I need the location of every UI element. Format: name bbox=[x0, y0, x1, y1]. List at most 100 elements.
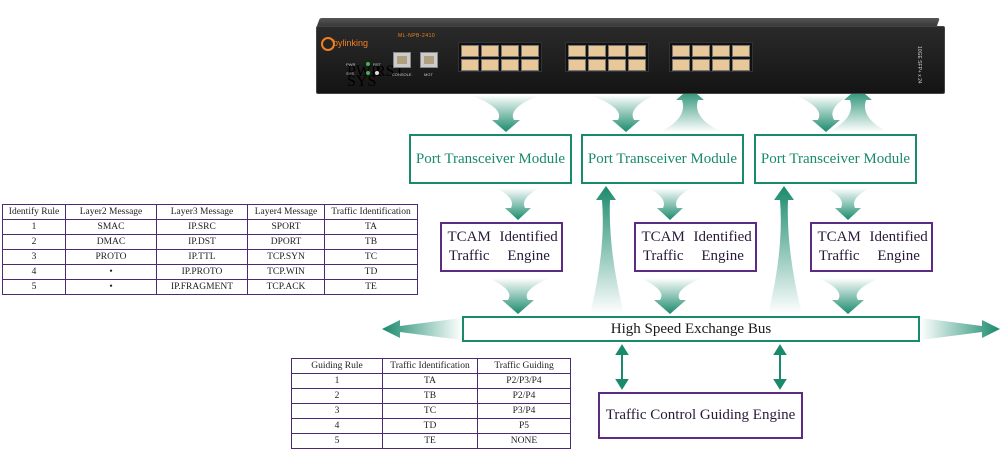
arrow-bus-right bbox=[920, 318, 1000, 340]
table-cell: TC bbox=[382, 403, 478, 419]
arrow-tcam3-to-bus bbox=[818, 278, 880, 314]
table-cell: 5 bbox=[291, 433, 383, 449]
sfp-port[interactable] bbox=[732, 59, 750, 71]
sfp-port[interactable] bbox=[588, 59, 606, 71]
tcam-engine-3-line1: TCAM Traffic bbox=[817, 229, 861, 264]
arrow-pm2-to-device bbox=[660, 88, 722, 132]
table-cell: IP.DST bbox=[156, 234, 248, 250]
sfp-port[interactable] bbox=[568, 45, 586, 57]
sfp-port[interactable] bbox=[712, 59, 730, 71]
arrow-device-to-pm3 bbox=[795, 95, 850, 132]
column-header: Traffic Guiding bbox=[477, 358, 571, 374]
table-header-row: Guiding Rule Traffic Identification Traf… bbox=[291, 358, 571, 374]
arrow-bus-to-pm2 bbox=[590, 186, 624, 314]
identify-rule-table: Identify Rule Layer2 Message Layer3 Mess… bbox=[2, 204, 418, 295]
column-header: Layer3 Message bbox=[156, 204, 248, 220]
table-cell: TA bbox=[382, 373, 478, 389]
table-cell: 3 bbox=[2, 249, 66, 265]
arrow-pm3-to-device bbox=[828, 88, 888, 132]
table-cell: TD bbox=[324, 264, 418, 280]
table-cell: DMAC bbox=[65, 234, 157, 250]
table-row: 5 • IP.FRAGMENT TCP.ACK TE bbox=[2, 279, 418, 295]
sfp-port[interactable] bbox=[588, 45, 606, 57]
table-row: 1 SMAC IP.SRC SPORT TA bbox=[2, 219, 418, 235]
sfp-port[interactable] bbox=[501, 59, 519, 71]
sfp-port[interactable] bbox=[672, 59, 690, 71]
mgt-label: MGT bbox=[424, 72, 433, 77]
tcam-engine-3: TCAM Traffic Identified Engine bbox=[810, 222, 933, 272]
sfp-port[interactable] bbox=[628, 59, 646, 71]
table-cell: TCP.WIN bbox=[247, 264, 325, 280]
sfp-port[interactable] bbox=[692, 59, 710, 71]
table-cell: NONE bbox=[477, 433, 571, 449]
sfp-port[interactable] bbox=[672, 45, 690, 57]
tcam-engine-3-line2: Identified Engine bbox=[869, 229, 928, 264]
sfp-port[interactable] bbox=[461, 45, 479, 57]
table-row: 2 DMAC IP.DST DPORT TB bbox=[2, 234, 418, 250]
sfp-port[interactable] bbox=[712, 45, 730, 57]
table-cell: IP.SRC bbox=[156, 219, 248, 235]
arrow-pm2-to-tcam2 bbox=[648, 188, 692, 220]
traffic-control-guiding-engine: Traffic Control Guiding Engine bbox=[598, 392, 803, 439]
table-cell: IP.FRAGMENT bbox=[156, 279, 248, 295]
table-cell: 1 bbox=[2, 219, 66, 235]
led-rst-text: RST bbox=[373, 62, 381, 67]
console-port[interactable] bbox=[393, 52, 411, 68]
column-header: Layer4 Message bbox=[247, 204, 325, 220]
led-sys-label: SYS bbox=[347, 73, 377, 90]
sfp-port[interactable] bbox=[732, 45, 750, 57]
table-header-row: Identify Rule Layer2 Message Layer3 Mess… bbox=[2, 204, 418, 220]
table-cell: 4 bbox=[2, 264, 66, 280]
table-cell: 3 bbox=[291, 403, 383, 419]
sfp-port[interactable] bbox=[521, 45, 539, 57]
arrow-device-to-pm1 bbox=[470, 95, 540, 132]
sfp-port[interactable] bbox=[608, 59, 626, 71]
table-cell: TE bbox=[324, 279, 418, 295]
led-rst-button[interactable] bbox=[375, 71, 379, 75]
table-cell: IP.PROTO bbox=[156, 264, 248, 280]
table-cell: • bbox=[65, 264, 157, 280]
guiding-rule-table: Guiding Rule Traffic Identification Traf… bbox=[291, 358, 571, 449]
table-cell: TE bbox=[382, 433, 478, 449]
led-sys-indicator bbox=[366, 71, 370, 75]
led-pwr-label: PWR bbox=[347, 63, 382, 80]
table-cell: IP.TTL bbox=[156, 249, 248, 265]
mgt-port[interactable] bbox=[420, 52, 438, 68]
tcam-engine-1-line2: Identified Engine bbox=[499, 229, 558, 264]
table-cell: TA bbox=[324, 219, 418, 235]
table-cell: TCP.ACK bbox=[247, 279, 325, 295]
table-cell: P2/P3/P4 bbox=[477, 373, 571, 389]
arrow-tcam1-to-bus bbox=[488, 278, 550, 314]
led-pwr-text: PWR bbox=[346, 62, 356, 67]
arrow-tcam2-to-bus bbox=[640, 278, 702, 314]
table-cell: PROTO bbox=[65, 249, 157, 265]
tcam-engine-1: TCAM Traffic Identified Engine bbox=[440, 222, 563, 272]
sfp-port[interactable] bbox=[481, 45, 499, 57]
table-cell: • bbox=[65, 279, 157, 295]
sfp-port[interactable] bbox=[501, 45, 519, 57]
table-cell: TC bbox=[324, 249, 418, 265]
led-sys-text: SYS bbox=[346, 71, 355, 76]
table-cell: SPORT bbox=[247, 219, 325, 235]
arrow-bus-guiding-right bbox=[773, 344, 787, 390]
sfp-port-group-1 bbox=[458, 42, 542, 72]
table-cell: 2 bbox=[291, 388, 383, 404]
table-cell: 1 bbox=[291, 373, 383, 389]
sfp-port[interactable] bbox=[568, 59, 586, 71]
sfp-port[interactable] bbox=[521, 59, 539, 71]
column-header: Identify Rule bbox=[2, 204, 66, 220]
port-transceiver-module-2: Port Transceiver Module bbox=[581, 134, 744, 184]
sfp-port[interactable] bbox=[608, 45, 626, 57]
arrow-pm3-to-tcam3 bbox=[826, 188, 870, 220]
column-header: Traffic Identification bbox=[324, 204, 418, 220]
table-cell: TD bbox=[382, 418, 478, 434]
table-row: 1 TA P2/P3/P4 bbox=[291, 373, 571, 389]
sfp-port[interactable] bbox=[481, 59, 499, 71]
arrow-device-to-pm2 bbox=[590, 95, 655, 132]
sfp-port[interactable] bbox=[692, 45, 710, 57]
tcam-engine-1-line1: TCAM Traffic bbox=[447, 229, 491, 264]
table-cell: SMAC bbox=[65, 219, 157, 235]
led-pwr-indicator bbox=[366, 62, 370, 66]
sfp-port[interactable] bbox=[461, 59, 479, 71]
sfp-port[interactable] bbox=[628, 45, 646, 57]
